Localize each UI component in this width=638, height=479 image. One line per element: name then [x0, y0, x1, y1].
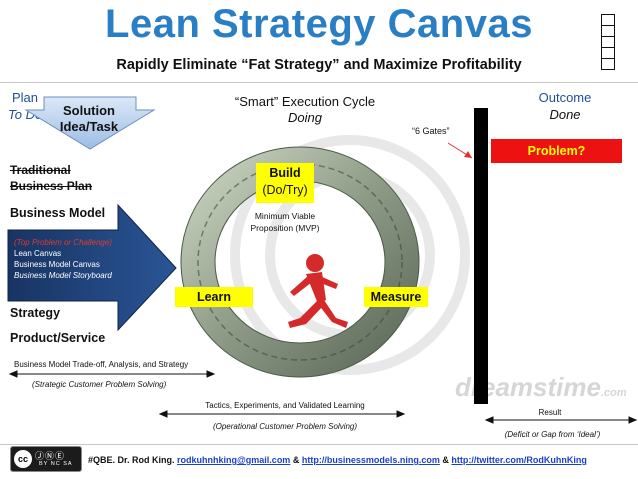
traditional-label: Traditional — [10, 163, 71, 177]
span-arrows — [8, 370, 638, 424]
deficit-label: (Deficit or Gap from ‘Ideal’) — [504, 430, 601, 439]
operational-label: (Operational Customer Problem Solving) — [212, 422, 358, 431]
gates-label: “6 Gates” — [412, 126, 450, 136]
license-labels: BY NC SA — [39, 461, 73, 467]
plan-label: Plan — [12, 90, 39, 105]
done-label: Done — [549, 107, 581, 122]
solution-label: Solution Idea/Task — [59, 103, 119, 134]
outcome-label: Outcome — [538, 90, 592, 105]
result-label: Result — [538, 408, 562, 417]
tactics-label: Tactics, Experiments, and Validated Lear… — [205, 401, 365, 410]
build-box: Build (Do/Try) — [256, 163, 314, 203]
gate-bar — [474, 108, 488, 404]
measure-box: Measure — [364, 287, 428, 307]
creative-commons-badge[interactable]: cc ⒿⓃⒺ BY NC SA — [10, 446, 82, 472]
footer-credits: #QBE. Dr. Rod King. rodkuhnhking@gmail.c… — [88, 455, 587, 465]
page-title: Lean Strategy Canvas — [105, 2, 533, 46]
lean-canvas-item: Lean Canvas — [14, 249, 62, 258]
twitter-link[interactable]: http://twitter.com/RodKuhnKing — [451, 455, 587, 465]
cycle-label: “Smart” Execution Cycle — [234, 94, 376, 109]
business-plan-label: Business Plan — [10, 179, 93, 193]
ning-link[interactable]: http://businessmodels.ning.com — [301, 455, 440, 465]
learn-box: Learn — [175, 287, 253, 307]
checklist-grid-icon — [601, 14, 615, 70]
divider-bottom — [0, 444, 638, 445]
license-icons: ⒿⓃⒺ — [35, 451, 66, 461]
divider-top — [0, 82, 638, 83]
product-service-label: Product/Service — [10, 331, 106, 345]
cc-icon: cc — [14, 450, 32, 468]
tradeoff-label: Business Model Trade-off, Analysis, and … — [14, 360, 189, 369]
strategic-label: (Strategic Customer Problem Solving) — [32, 380, 167, 389]
bm-canvas-item: Business Model Canvas — [14, 260, 100, 269]
problem-box: Problem? — [491, 139, 622, 163]
mvp-label-1: Minimum Viable — [254, 211, 316, 221]
strategy-label: Strategy — [10, 306, 61, 320]
solution-arrow — [24, 96, 156, 150]
business-model-arrow — [7, 203, 177, 332]
arrow-item-list: (Top Problem or Challenge) Lean Canvas B… — [14, 237, 112, 281]
running-man-icon — [288, 254, 348, 328]
email-link[interactable]: rodkuhnhking@gmail.com — [177, 455, 291, 465]
bm-storyboard-item: Business Model Storyboard — [14, 271, 112, 280]
mvp-label-2: Proposition (MVP) — [250, 223, 320, 233]
business-model-label: Business Model — [10, 206, 106, 220]
page-subtitle: Rapidly Eliminate “Fat Strategy” and Max… — [116, 57, 522, 73]
doing-label: Doing — [288, 110, 322, 125]
top-problem-item: (Top Problem or Challenge) — [14, 238, 112, 247]
